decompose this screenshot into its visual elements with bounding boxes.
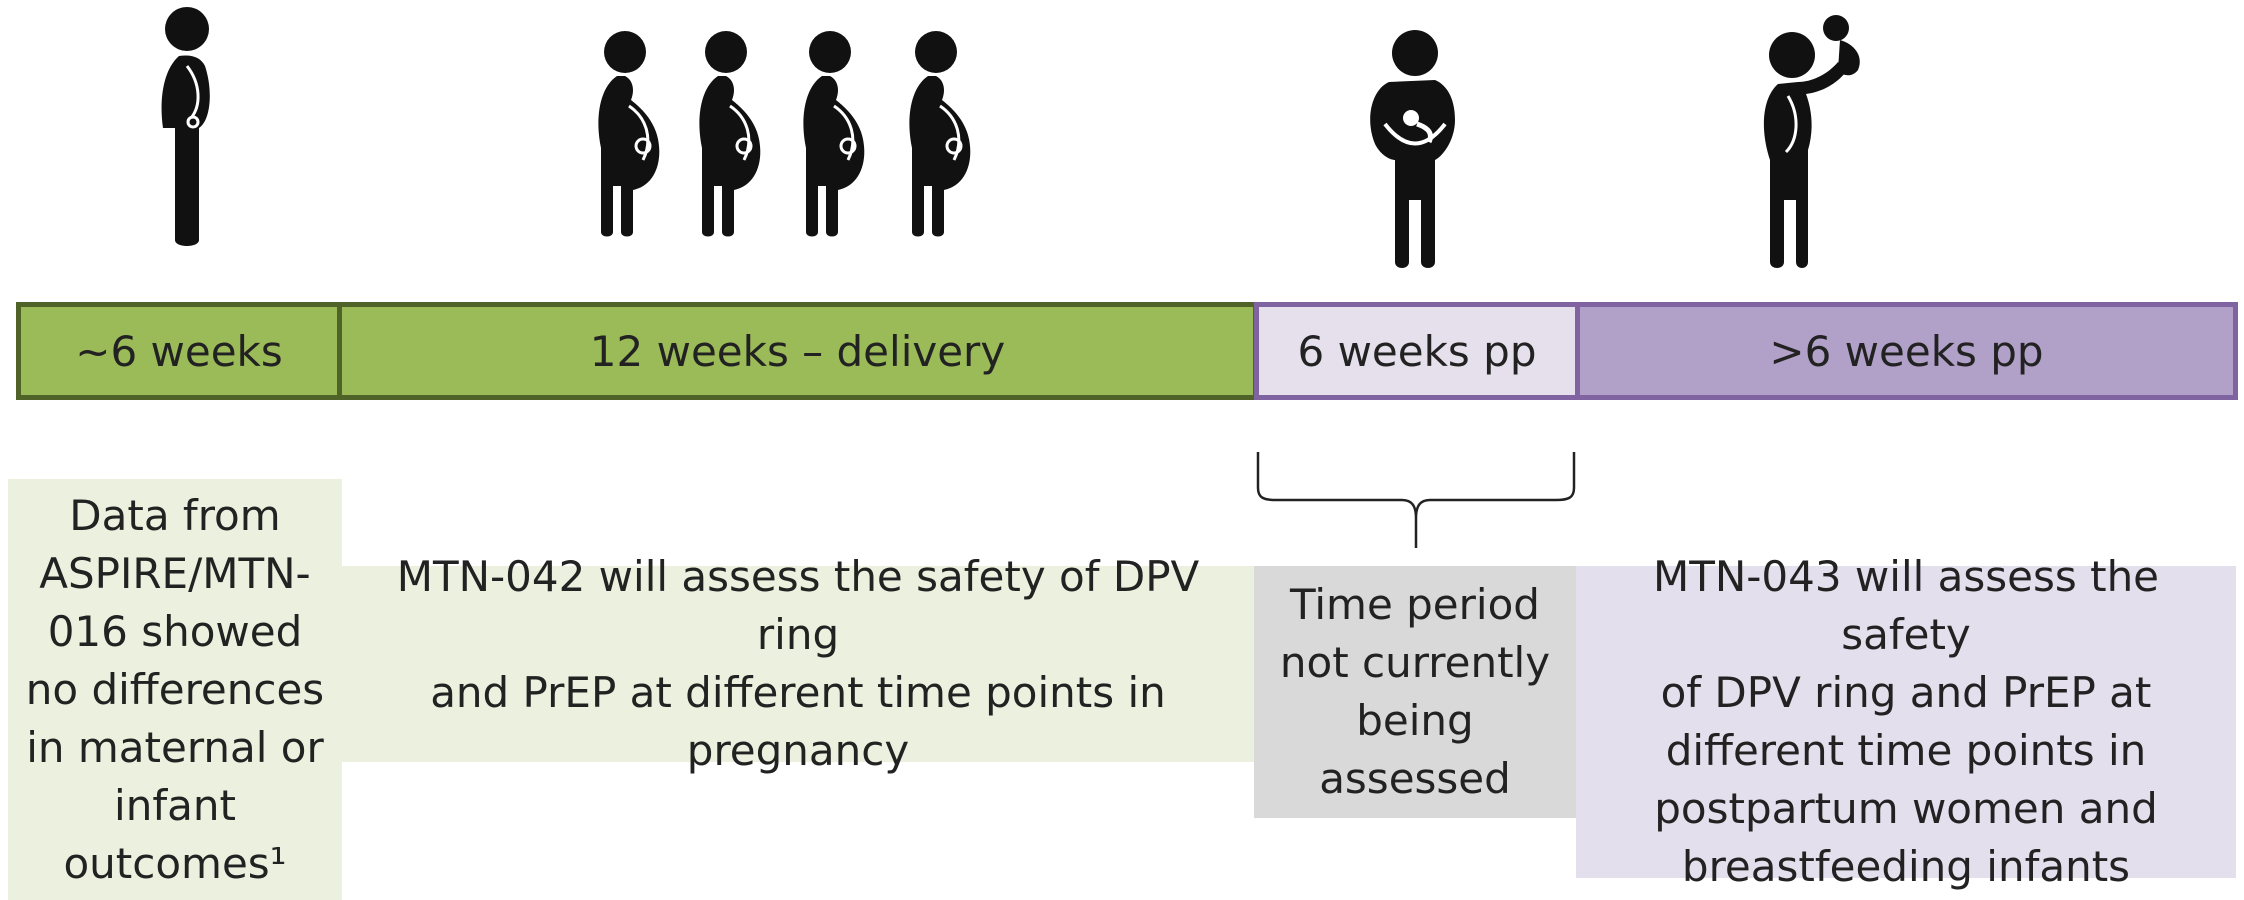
- note-line: breastfeeding infants: [1681, 842, 2131, 891]
- note-line: ASPIRE/MTN-: [39, 548, 311, 598]
- note-line: 016 showed: [47, 606, 303, 656]
- note-line: of DPV ring and PrEP at: [1660, 668, 2152, 717]
- timeline-segment-over-6-weeks-pp: >6 weeks pp: [1575, 302, 2238, 400]
- woman-holding-baby-icon: [1370, 30, 1455, 268]
- pregnant-woman-icon: [596, 29, 661, 238]
- note-line: and PrEP at different time points in: [430, 668, 1166, 717]
- timeline-segment-12-weeks-delivery: 12 weeks – delivery: [337, 302, 1258, 400]
- aspire-note: Data from ASPIRE/MTN- 016 showed no diff…: [8, 479, 342, 900]
- segment-label: ~6 weeks: [75, 326, 283, 376]
- pregnant-woman-icon: [801, 29, 866, 238]
- note-line: infant: [114, 780, 236, 830]
- curly-brace: [1256, 452, 1576, 548]
- note-line: not currently: [1279, 638, 1551, 687]
- woman-icon: [161, 7, 210, 247]
- segment-label: >6 weeks pp: [1769, 326, 2044, 376]
- woman-lifting-baby-icon: [1763, 15, 1860, 268]
- note-line: postpartum women and: [1654, 784, 2158, 833]
- icons-row: [161, 7, 1860, 268]
- note-line: MTN-043 will assess the safety: [1652, 552, 2160, 659]
- timeline-segment-6-weeks-pp: 6 weeks pp: [1254, 302, 1580, 400]
- note-line: MTN-042 will assess the safety of DPV ri…: [396, 552, 1200, 659]
- pregnant-woman-icon: [697, 29, 762, 238]
- mtn-043-note: MTN-043 will assess the safety of DPV ri…: [1576, 552, 2236, 891]
- note-line: assessed: [1319, 754, 1511, 803]
- pregnant-woman-icon: [907, 29, 972, 238]
- note-line: in maternal or: [26, 722, 324, 772]
- timeline-segment-6-weeks: ~6 weeks: [16, 302, 342, 400]
- segment-label: 6 weeks pp: [1297, 326, 1537, 376]
- note-line: Data from: [69, 490, 281, 540]
- note-line: being: [1356, 696, 1474, 745]
- segment-label: 12 weeks – delivery: [589, 326, 1006, 376]
- note-line: no differences: [25, 664, 325, 714]
- note-line: Time period: [1290, 580, 1540, 629]
- gap-note: Time period not currently being assessed: [1254, 566, 1576, 818]
- note-line: pregnancy: [686, 726, 910, 775]
- mtn-042-note: MTN-042 will assess the safety of DPV ri…: [342, 552, 1254, 775]
- note-line: different time points in: [1665, 726, 2147, 775]
- note-line: outcomes¹: [63, 838, 287, 888]
